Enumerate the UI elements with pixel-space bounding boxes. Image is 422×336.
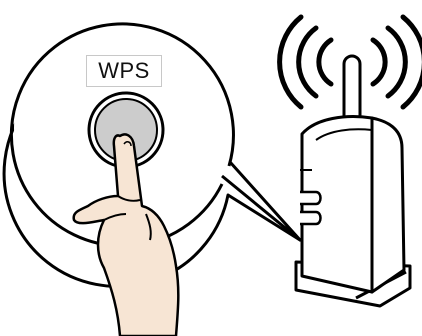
wps-button-label: WPS: [86, 55, 162, 87]
callout-tail: [222, 162, 300, 240]
